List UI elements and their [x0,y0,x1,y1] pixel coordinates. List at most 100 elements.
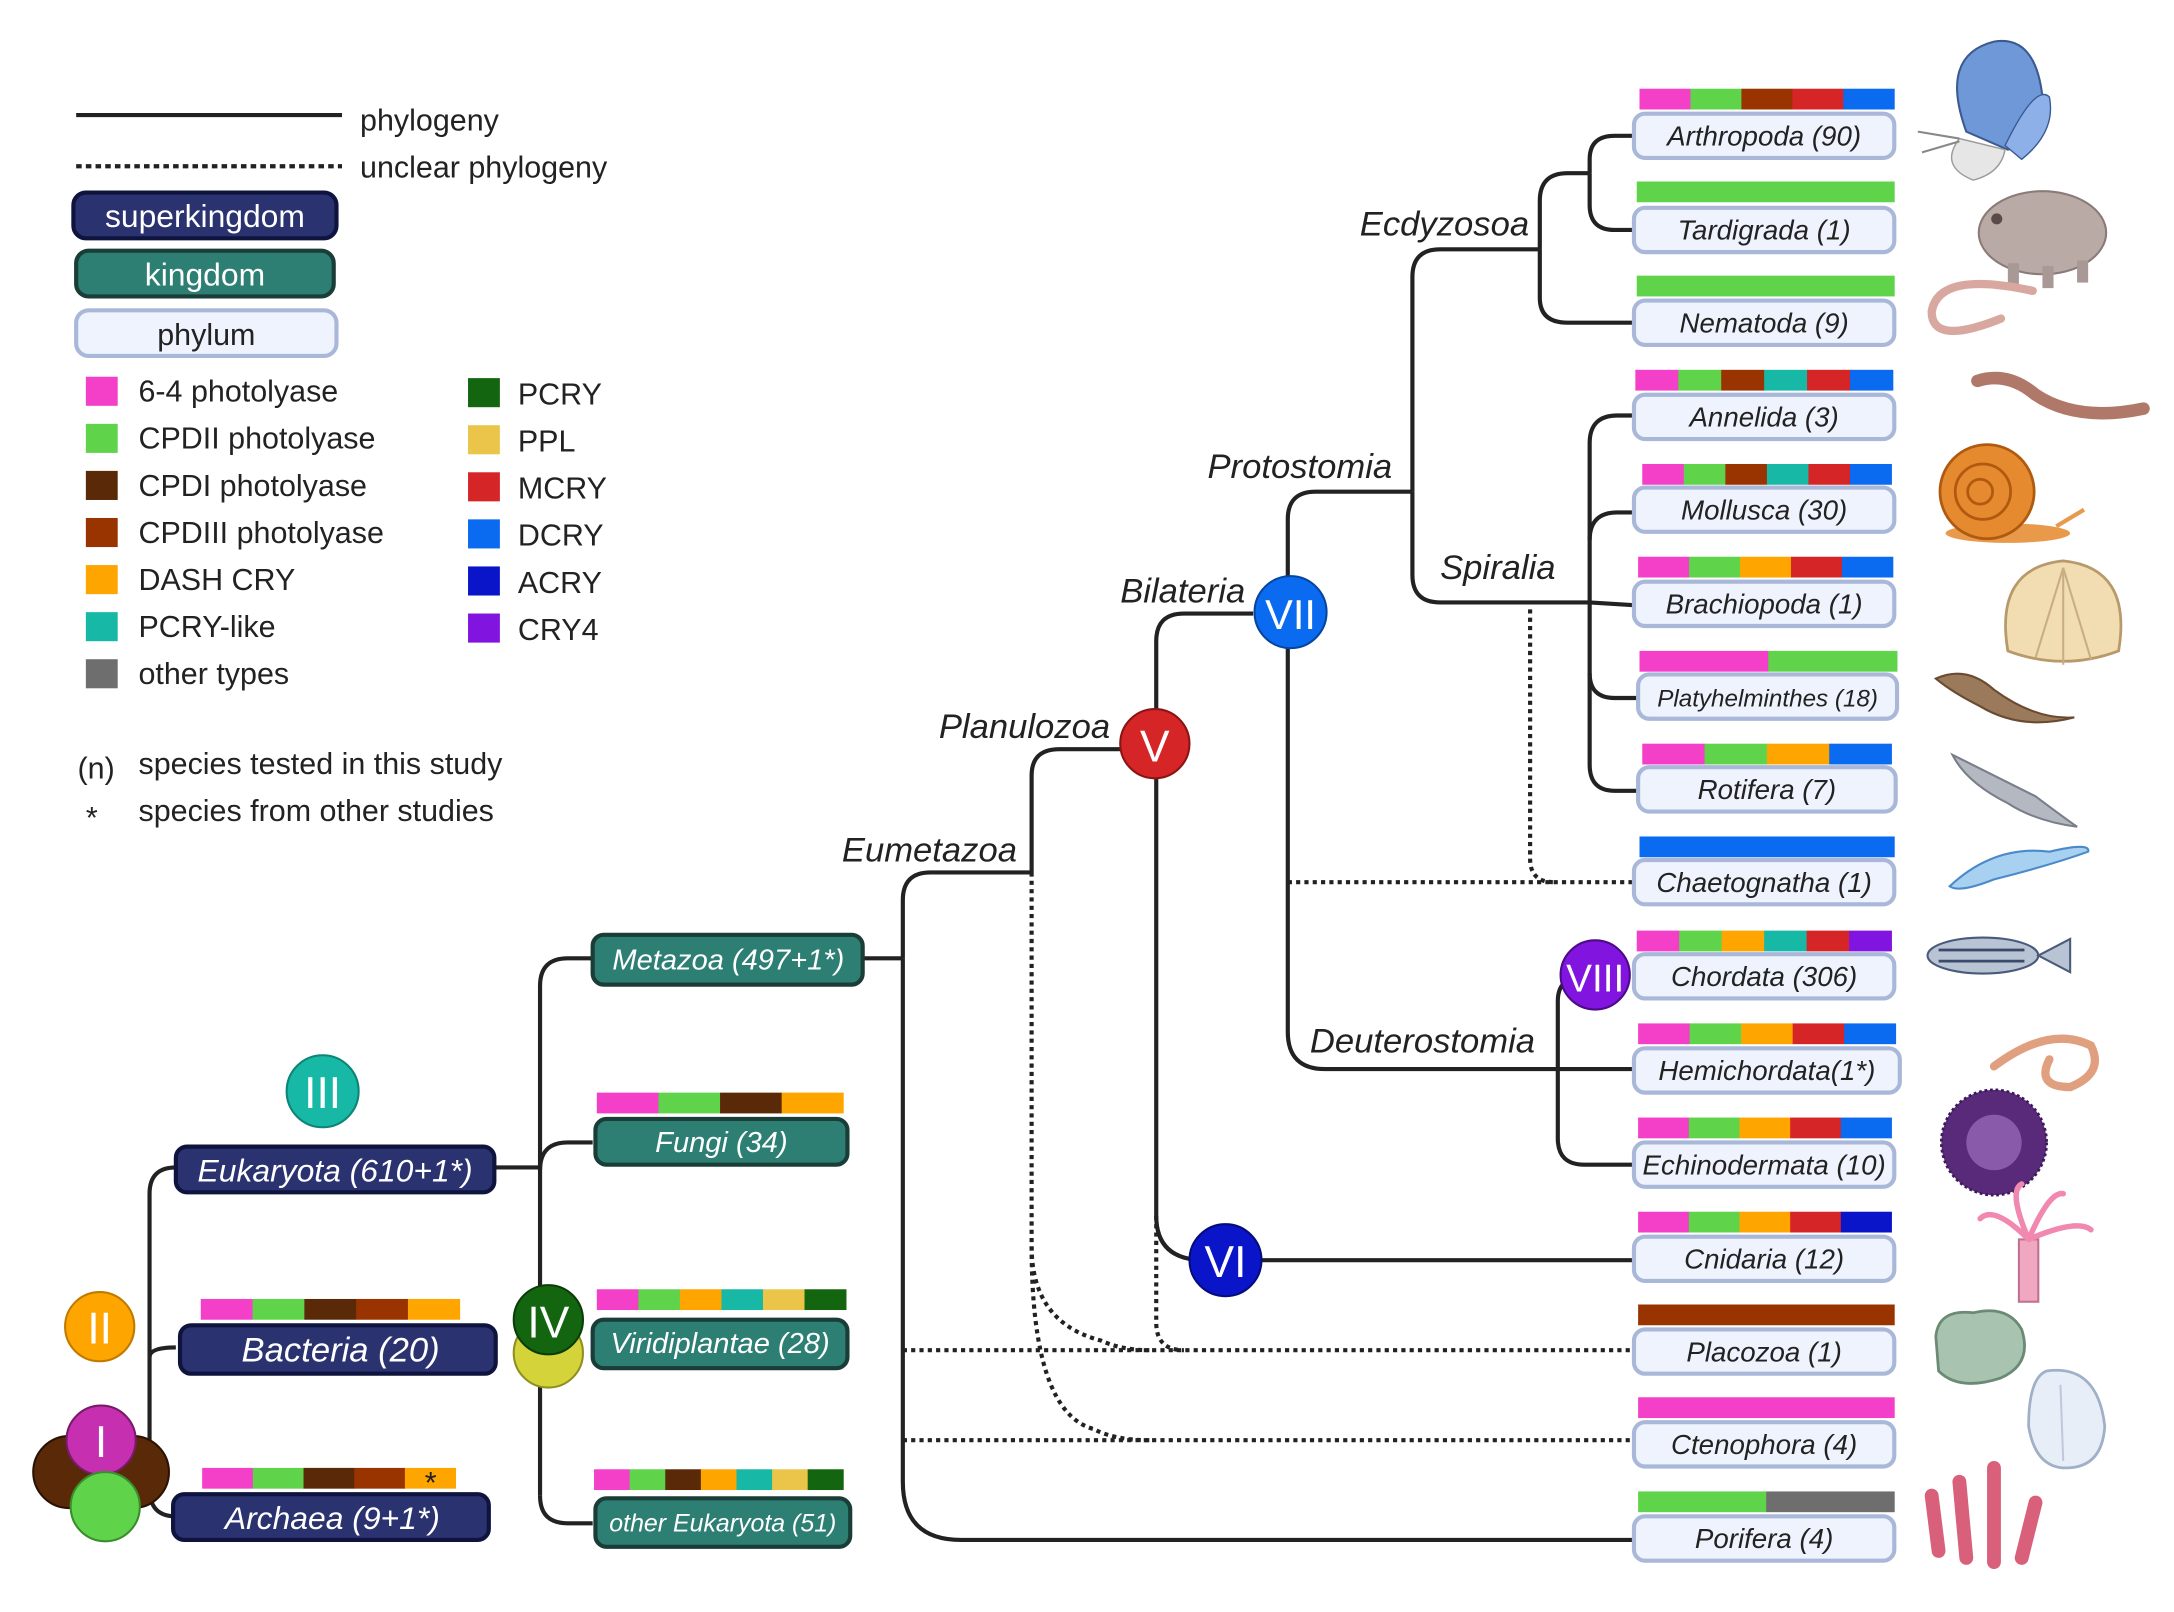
legend-superkingdom-box [71,190,339,241]
cpdii-photolyase-segment [1678,369,1722,391]
6-4-photolyase-segment [1638,1397,1895,1419]
cpdiii-photolyase-segment [1638,1304,1895,1326]
dcry-segment [1840,1117,1892,1139]
pcry-segment [807,1469,844,1491]
unclear-placozoa-planulozoa [1154,1215,1185,1353]
branch-annelida [1587,413,1634,603]
platyhelminthes-box [1636,672,1900,721]
legend-phylum-label: phylum [157,318,255,352]
pcry-like-swatch [85,612,118,642]
cpdii-photolyase-segment [1704,743,1768,765]
branch-other-eukaryota [537,1495,593,1526]
placozoa-label: Placozoa (1) [1686,1336,1841,1367]
butterfly-icon [1917,39,2052,181]
legend-n-symbol: (n) [78,751,115,785]
branch-echinodermata [1555,1069,1634,1167]
kingdom-boxes: Metazoa (497+1*) Fungi (34) Viridiplanta… [590,932,865,1549]
cpdii-photolyase-segment [1638,1491,1767,1513]
superkingdom-boxes: Eukaryota (610+1*) Bacteria (20) Archaea… [171,1144,498,1542]
cpdi-photolyase-segment [720,1092,783,1114]
dcry-swatch [468,519,500,549]
arthropoda-box [1631,111,1897,161]
cpdii-photolyase-segment [252,1467,304,1489]
6-4-photolyase-segment [1642,463,1685,485]
dash-cry-swatch [85,565,118,595]
cry4-legend-label: CRY4 [518,613,599,647]
eukaryota-box [173,1144,497,1195]
phylum-echinodermata: Echinodermata (10) [1631,1140,1897,1189]
chordata-type-bar [1636,930,1892,952]
cpdiii-photolyase-segment [1721,369,1765,391]
branch-porifera [900,958,1634,1542]
cpdiii-photolyase-segment [356,1298,409,1320]
clade-eumetazoa: Eumetazoa [842,831,1017,869]
clam-icon [2004,559,2123,665]
node-VI-circle [1188,1223,1263,1298]
branch-brachiopoda [1589,600,1635,608]
mcry-segment [1792,1023,1845,1045]
echinodermata-box [1631,1140,1897,1189]
phylum-placozoa: Placozoa (1) [1631,1327,1897,1376]
ctenophora-label: Ctenophora (4) [1671,1429,1857,1460]
rotifera-type-bar [1642,743,1892,765]
clade-labels: Ecdyzosoa Protostomia Spiralia Bilateria… [842,205,1556,1060]
cpdiii-photolyase-segment [354,1467,406,1489]
fish-icon [1926,936,2072,975]
branch-spiralia [1410,491,1590,605]
cry4-swatch [468,613,500,643]
cpdii-photolyase-legend-label: CPDII photolyase [138,422,375,456]
other-types-legend-label: other types [138,657,289,691]
dcry-segment [1639,836,1895,858]
dcry-segment [1829,743,1892,765]
mollusca-box [1631,485,1897,534]
mcry-segment [1790,556,1843,578]
dcry-segment [1849,463,1892,485]
platyhelminthes-type-bar [1639,650,1898,672]
clade-ecdyzosoa: Ecdyzosoa [1360,205,1529,243]
snail-icon [1938,443,2086,543]
phylum-rotifera: Rotifera (7) [1636,765,1898,814]
tardigrada-box [1631,205,1897,255]
acry-swatch [468,566,500,596]
legend: phylogeny unclear phylogeny superkingdom… [71,103,608,835]
node-II-circle [64,1290,136,1363]
node-markers: I II III IV V VI VII VIII [32,575,1631,1543]
cpdii-photolyase-segment [1688,1211,1740,1233]
branch-eukaryota [147,1165,176,1441]
sea-urchin-icon [1939,1088,2048,1197]
cpdii-photolyase-swatch [85,423,118,453]
fungi-label: Fungi (34) [655,1127,787,1159]
6-4-photolyase-segment [596,1092,659,1114]
brachiopoda-label: Brachiopoda (1) [1666,589,1863,620]
chaetognatha-box [1631,857,1897,907]
node-II-label: II [87,1304,112,1353]
acorn-worm-icon [1989,1034,2099,1092]
cpdii-photolyase-segment [1679,930,1723,952]
platyhelminthes-label: Platyhelminthes (18) [1657,685,1878,712]
branch-fungi [537,1140,593,1171]
sea-anemone-icon [1977,1181,2094,1303]
cpdii-photolyase-segment [1768,650,1898,672]
6-4-photolyase-swatch [85,376,118,406]
node-VI-label: VI [1205,1238,1247,1287]
6-4-photolyase-segment [200,1298,253,1320]
phylum-porifera: Porifera (4) [1631,1514,1897,1563]
ppl-legend-label: PPL [518,425,576,459]
legend-kingdom-box [74,248,336,299]
ppl-segment [762,1289,805,1311]
dcry-legend-label: DCRY [518,519,604,553]
archaea-star: * [425,1466,437,1500]
branch-mollusca [1587,510,1634,541]
hemichordata-box [1631,1046,1902,1095]
node-V-label: V [1140,723,1170,772]
ctenophora-type-bar [1638,1397,1895,1419]
cpdii-photolyase-segment [1636,181,1895,203]
cpdii-photolyase-segment [658,1092,721,1114]
mcry-segment [1792,88,1844,110]
cpdii-photolyase-segment [1690,88,1742,110]
branch-rotifera [1587,673,1639,793]
phylum-hemichordata: Hemichordata(1*) [1631,1046,1902,1095]
cpdii-photolyase-segment [252,1298,305,1320]
